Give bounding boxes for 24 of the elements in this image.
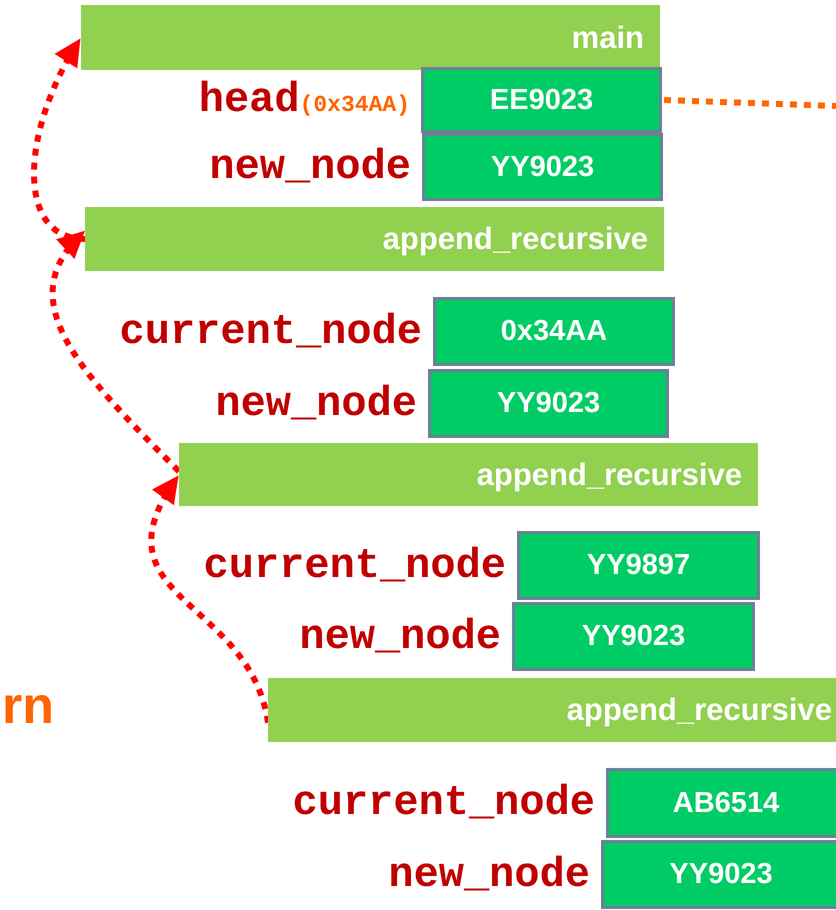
value-text: 0x34AA [500,315,608,348]
stack-frame-bar: main [81,5,660,70]
value-text: YY9023 [582,620,686,653]
partial-heading: rn [2,676,54,736]
variable-name: head [198,76,300,124]
return-arrow [50,230,182,474]
value-text: YY9023 [496,387,600,420]
address-note: (0x34AA) [300,92,410,118]
return-arrow [31,38,86,242]
variable-name: new_node [209,143,411,191]
value-text: AB6514 [672,786,780,820]
variable-name: current_node [204,542,506,590]
variable-name: new_node [388,850,590,898]
stack-frame-bar: append_recursive [179,443,758,506]
variable-name: current_node [292,779,595,827]
variable-name: current_node [120,308,422,356]
value-text: YY9897 [586,549,690,582]
variable-name: new_node [299,612,501,660]
variable-name: new_node [215,380,417,428]
value-text: EE9023 [490,84,594,116]
value-text: YY9023 [669,858,773,891]
value-text: YY9023 [490,150,594,184]
stack-frame-bar: append_recursive [268,678,836,742]
stack-frame-bar: append_recursive [85,207,664,271]
